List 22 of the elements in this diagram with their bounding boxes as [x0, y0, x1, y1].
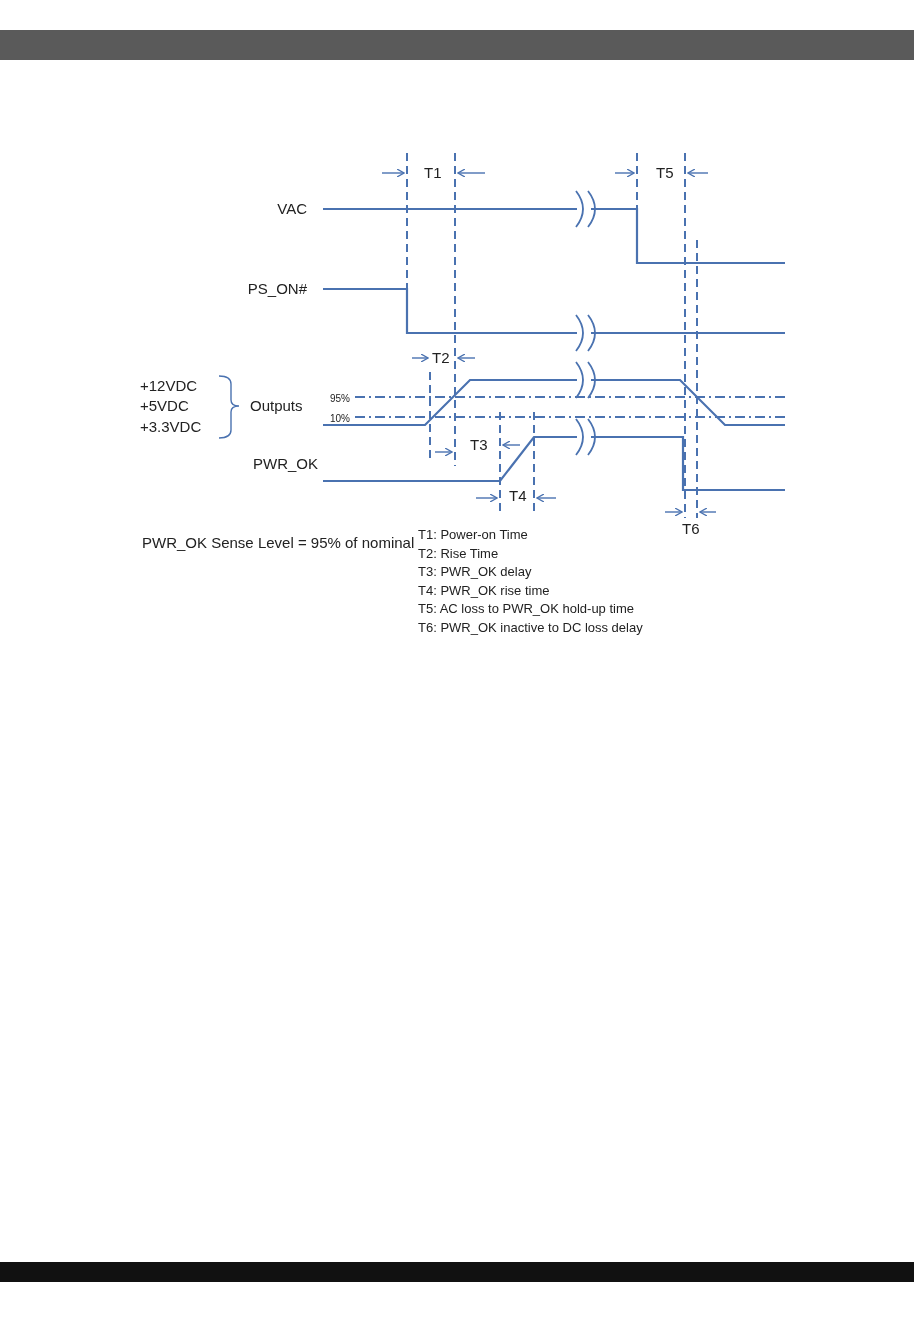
- signal-name: Outputs: [250, 398, 303, 414]
- interval-label: T6: [682, 521, 700, 537]
- signal-name: PWR_OK: [253, 456, 318, 472]
- legend-entry: T5: AC loss to PWR_OK hold-up time: [418, 601, 635, 617]
- legend-entry: T3: PWR_OK delay: [418, 564, 532, 580]
- legend-entry: T2: Rise Time: [418, 545, 499, 562]
- note-text: PWR_OK Sense Level = 95% of nominal: [142, 535, 415, 551]
- voltage-label: +12VDC: [140, 378, 198, 394]
- interval-label: T1: [424, 165, 442, 181]
- legend-entry: T4: PWR_OK rise time: [418, 582, 550, 599]
- voltage-label: +5VDC: [140, 398, 189, 414]
- interval-label: T4: [509, 488, 527, 504]
- threshold-label: 10%: [330, 412, 350, 426]
- legend-entry: T6: PWR_OK inactive to DC loss delay: [418, 619, 643, 636]
- interval-label: T2: [432, 350, 450, 366]
- legend-entry: T1: Power-on Time: [418, 527, 528, 543]
- voltage-label: +3.3VDC: [140, 419, 202, 435]
- interval-label: T5: [656, 165, 674, 181]
- interval-label: T3: [470, 437, 488, 453]
- signal-name: PS_ON#: [247, 281, 307, 297]
- signal-name: VAC: [277, 201, 307, 217]
- threshold-label: 95%: [330, 392, 350, 406]
